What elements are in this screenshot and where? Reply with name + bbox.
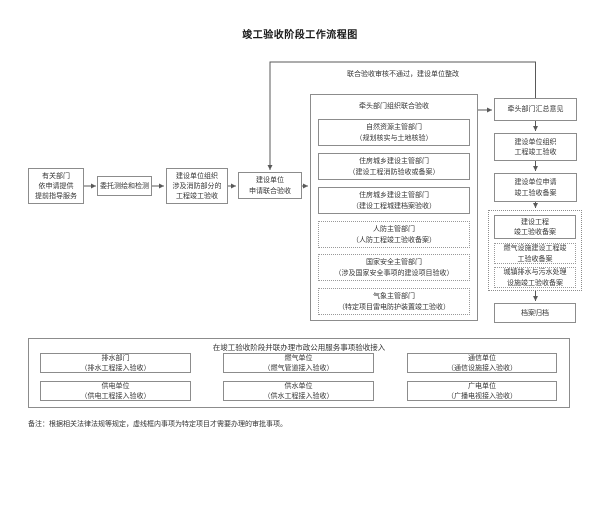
box-gas-filing: 燃气设施建设工程竣 工验收备案 [494,243,576,264]
box-surveying-testing: 委托测绘和检测 [97,176,152,196]
joint-acceptance-header: 牵头部门组织联合验收 [359,102,429,110]
box-civil-defense: 人防主管部门 （人防工程竣工验收备案） [318,221,470,248]
box-broadcast-unit: 广电单位 （广播电视接入验收） [407,381,557,401]
box-national-security: 国家安全主管部门 （涉及国家安全事项的建设项目验收） [318,254,470,281]
box-drainage-dept: 排水部门 （排水工程接入验收） [40,353,191,373]
box-gas-unit: 燃气单位 （燃气管道接入验收） [223,353,374,373]
municipal-title: 在竣工验收阶段并联办理市政公用服务事项验收接入 [212,343,386,352]
box-apply-completion-filing: 建设单位申请 竣工验收备案 [494,173,577,202]
box-housing-fire: 住房城乡建设主管部门 （建设工程消防验收或备案） [318,153,470,180]
box-telecom-unit: 通信单位 （通信设施接入验收） [407,353,557,373]
box-guidance-dept: 有关部门 依申请提供 提前指导服务 [28,168,84,204]
box-meteorological: 气象主管部门 （特定项目雷电防护装置竣工验收） [318,288,470,315]
box-construction-filing: 建设工程 竣工验收备案 [494,215,576,239]
note-text: 备注：根据相关法律法规等规定，虚线框内事项为特定项目才需要办理的审批事项。 [28,420,287,428]
box-lead-dept-summary: 牵头部门汇总意见 [494,98,577,121]
feedback-label: 联合验收审核不通过，建设单位整改 [347,70,459,78]
box-housing-archives: 住房城乡建设主管部门 （建设工程城建档案验收） [318,187,470,214]
box-power-unit: 供电单位 （供电工程接入验收） [40,381,191,401]
box-org-completion-acceptance: 建设单位组织 工程竣工验收 [494,133,577,161]
box-natural-resources: 自然资源主管部门 （规划核实与土地核验） [318,119,470,146]
page-title: 竣工验收阶段工作流程图 [242,30,358,41]
box-archive: 档案归档 [494,303,576,323]
box-drainage-filing: 城镇排水与污水处理 设施竣工验收备案 [494,267,576,288]
box-apply-joint-acceptance: 建设单位 申请联合验收 [238,172,302,199]
box-fire-acceptance-org: 建设单位组织 涉及消防部分的 工程竣工验收 [166,168,228,204]
box-water-unit: 供水单位 （供水工程接入验收） [223,381,374,401]
